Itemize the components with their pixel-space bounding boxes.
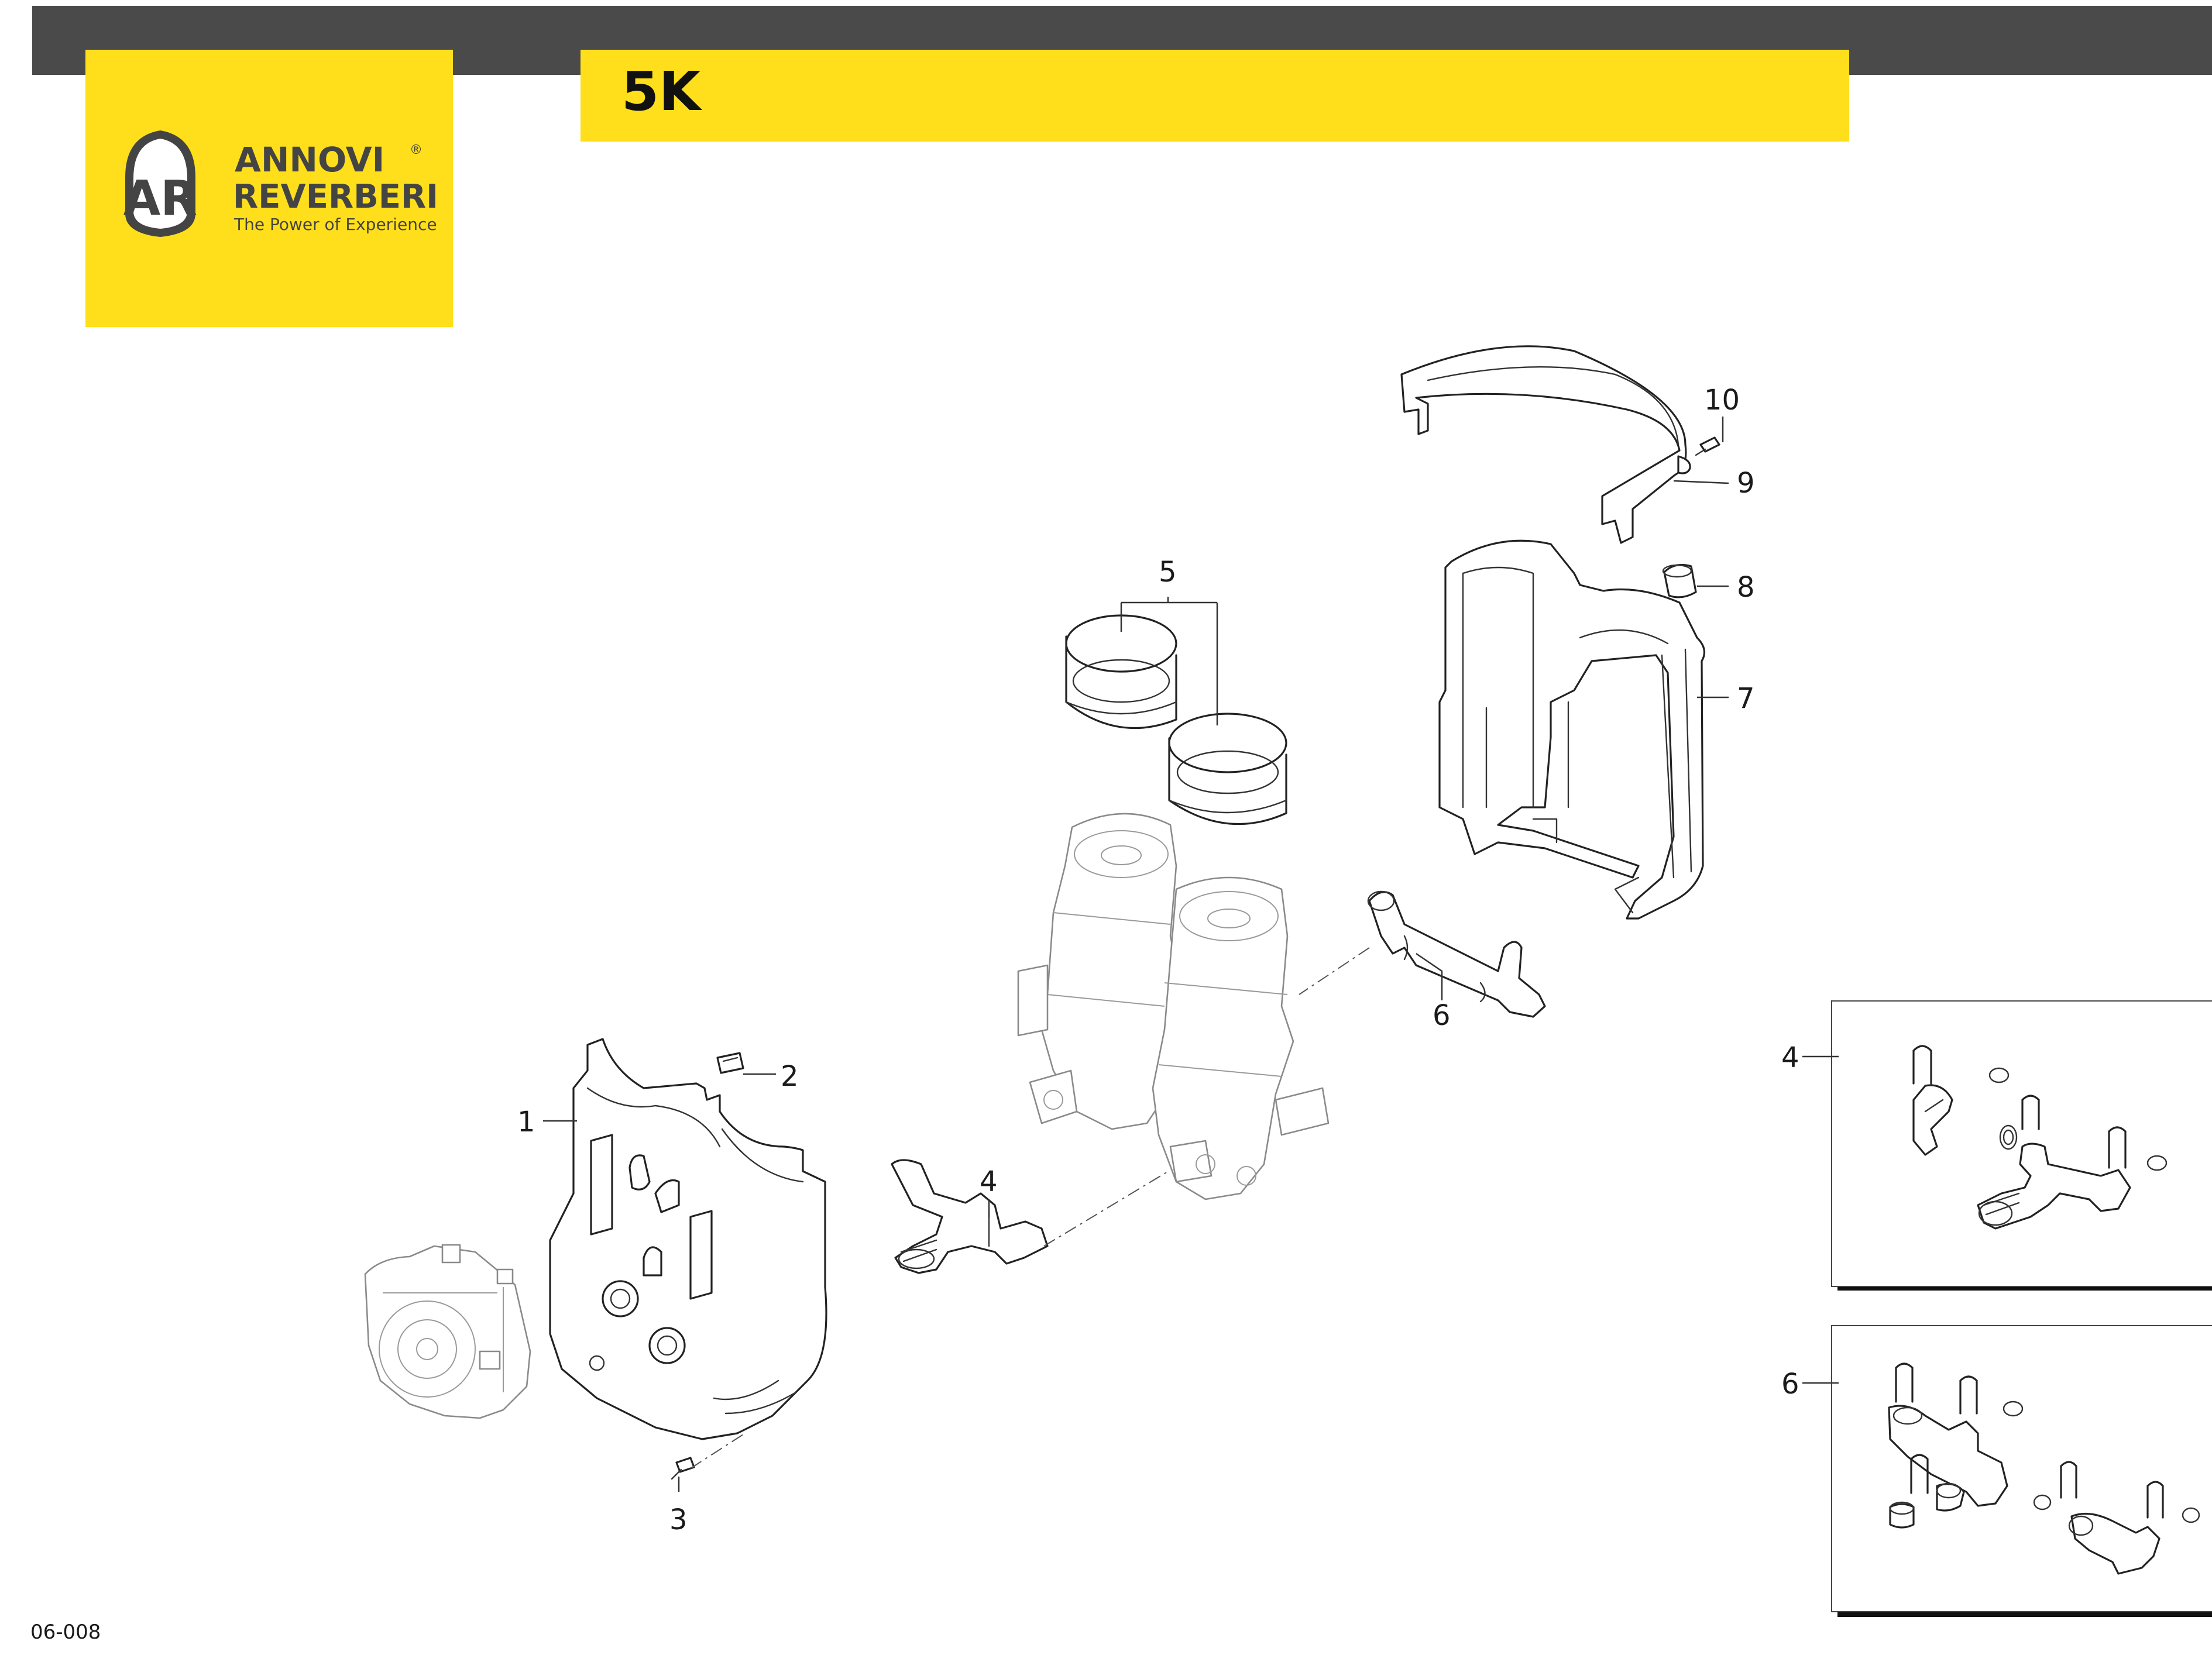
- callout-6: 6: [1433, 999, 1451, 1032]
- annovi-reverberi-logo: AR ANNOVI REVERBERI The Power of Experie…: [123, 130, 438, 238]
- part-10-screw: [1695, 436, 1720, 456]
- inset-6-box: [1831, 1325, 2212, 1612]
- logo-tagline: The Power of Experience: [233, 215, 437, 234]
- part-5-ring-lower: [1168, 713, 1287, 825]
- leader-lines: [543, 417, 1839, 1492]
- part-1-housing-cover: [549, 1038, 827, 1440]
- title-banner: 5K: [581, 50, 1849, 142]
- callout-8: 8: [1737, 571, 1755, 604]
- part-2-plug: [716, 1052, 744, 1074]
- alignment-line-4: [1043, 1169, 1171, 1247]
- callout-10: 10: [1704, 384, 1740, 417]
- inset-4-label: 4: [1781, 1041, 1799, 1074]
- logo-brand-line2: REVERBERI: [233, 178, 438, 216]
- inset-6-exploded-fittings: [1888, 1362, 2200, 1575]
- part-8-cap: [1662, 564, 1697, 598]
- part-7-housing: [1438, 539, 1706, 920]
- inset-4-exploded-fittings: [1912, 1045, 2168, 1230]
- inset-6-label: 6: [1781, 1368, 1799, 1401]
- document-code: 06-008: [30, 1620, 101, 1644]
- page-title: 5K: [621, 60, 701, 123]
- alignment-line-3: [690, 1434, 744, 1469]
- part-3-screw: [671, 1457, 695, 1480]
- callout-1: 1: [517, 1106, 535, 1138]
- callout-5: 5: [1159, 556, 1177, 589]
- motor-reference: [364, 1244, 531, 1419]
- alignment-line-6: [1299, 947, 1370, 995]
- callout-9: 9: [1737, 467, 1755, 500]
- part-5-ring-upper: [1065, 614, 1177, 730]
- callout-4: 4: [980, 1165, 998, 1198]
- part-6-manifold: [1367, 890, 1546, 1018]
- callout-3: 3: [669, 1503, 688, 1536]
- callout-2: 2: [781, 1060, 799, 1093]
- pump-assembly-reference: [1017, 813, 1330, 1200]
- callout-7: 7: [1737, 682, 1755, 715]
- inset-4-box: [1831, 1000, 2212, 1287]
- logo-monogram: AR: [123, 171, 198, 226]
- logo-registered-mark: ®: [410, 143, 423, 157]
- part-9-top-cover: [1400, 345, 1691, 544]
- part-4-manifold: [891, 1159, 1049, 1274]
- logo-brand-line1: ANNOVI: [235, 140, 384, 180]
- brand-logo-panel: AR ANNOVI REVERBERI The Power of Experie…: [85, 50, 453, 327]
